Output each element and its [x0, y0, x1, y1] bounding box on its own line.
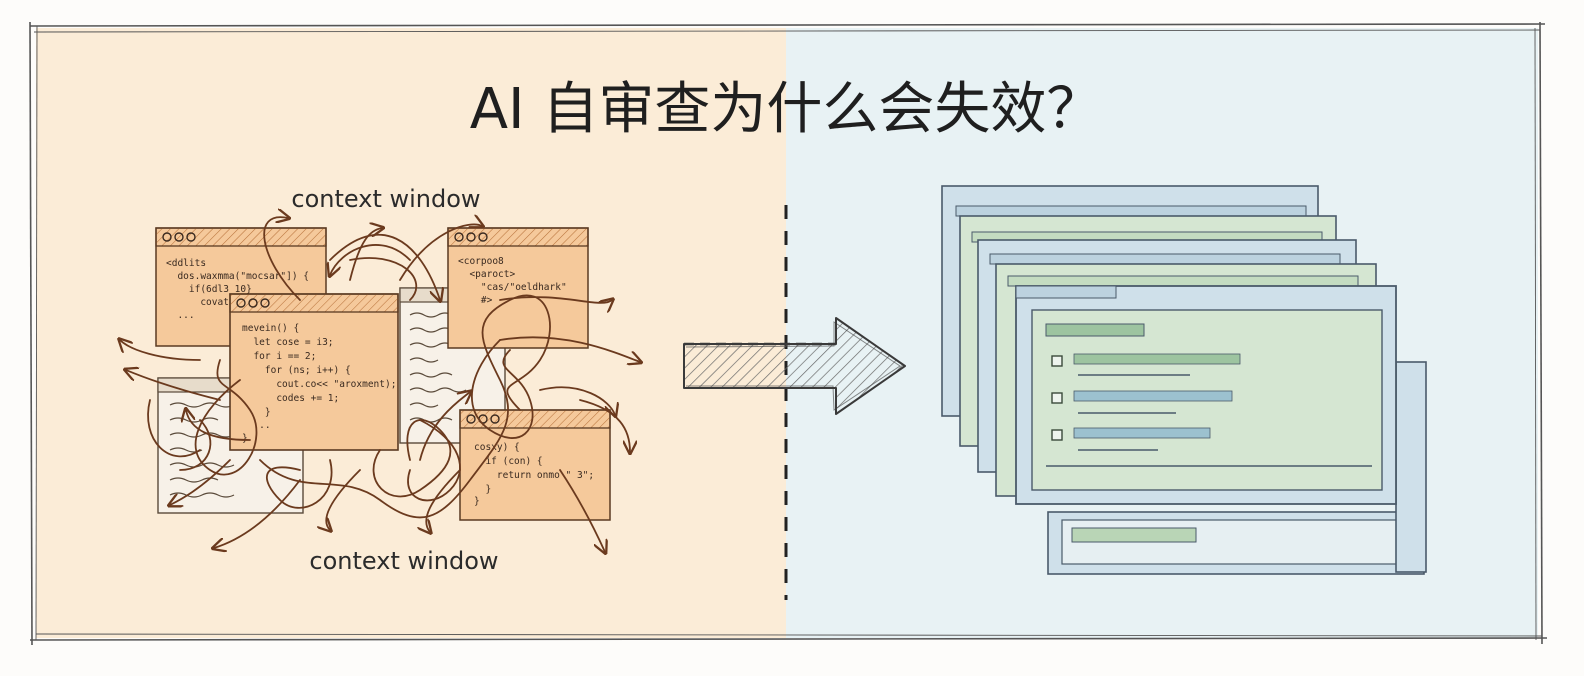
code-window-4: cosxy) { if (con) { return onmo " 3"; } …	[459, 409, 611, 521]
empty-checkbox-icon	[1051, 429, 1063, 441]
code-line: if(6dl3 10}	[166, 284, 252, 295]
code-line: for i == 2;	[242, 351, 316, 362]
code-line: for (ns; i++) {	[242, 365, 351, 376]
code-line: mevein() {	[242, 323, 299, 334]
code-line: }	[242, 407, 271, 418]
code-line: covat	[166, 297, 229, 308]
code-line: <paroct>	[458, 269, 515, 280]
code-line: <corpoo8	[458, 256, 504, 267]
context-window-label-top: context window	[291, 185, 480, 213]
window-controls-icon	[454, 232, 488, 242]
code-line: codes += 1;	[242, 393, 339, 404]
page-title: AI 自审查为什么会失效？	[470, 77, 1103, 142]
code-line: if (con) {	[474, 456, 543, 467]
code-line: cosxy) {	[474, 442, 520, 453]
stack-window-right-edge	[1395, 361, 1427, 573]
checklist-row	[1051, 390, 1233, 414]
code-line: return onmo " 3";	[474, 470, 594, 481]
code-line: <ddlits	[166, 258, 206, 269]
code-line: dos.waxmma("mocsar"]) {	[166, 271, 309, 282]
code-window-3: mevein() { let cose = i3; for i == 2; fo…	[229, 293, 399, 451]
code-line: }	[474, 496, 480, 507]
code-line: #>	[458, 295, 493, 306]
context-window-label-bottom: context window	[309, 547, 498, 575]
stack-window-front	[1015, 285, 1397, 505]
hatched-right-arrow-icon	[683, 317, 906, 415]
code-line: cout.co<< "aroxment);	[242, 379, 396, 390]
code-line: "cas/"oeldhark"	[458, 282, 567, 293]
tangled-arrows	[120, 217, 640, 552]
window-controls-icon	[236, 298, 270, 308]
window-controls-icon	[162, 232, 196, 242]
code-line: }	[242, 433, 248, 444]
outer-frame	[29, 21, 1548, 646]
code-line: let cose = i3;	[242, 337, 334, 348]
checklist-row	[1051, 427, 1211, 451]
code-line: ...	[166, 310, 195, 321]
empty-checkbox-icon	[1051, 355, 1063, 367]
empty-checkbox-icon	[1051, 392, 1063, 404]
stacked-windows	[941, 185, 1427, 575]
code-window-2: <corpoo8 <paroct> "cas/"oeldhark" #>	[447, 227, 589, 349]
stack-window-bottom-panel	[1047, 511, 1425, 575]
code-line: }	[474, 484, 491, 495]
checklist-row	[1051, 353, 1241, 376]
